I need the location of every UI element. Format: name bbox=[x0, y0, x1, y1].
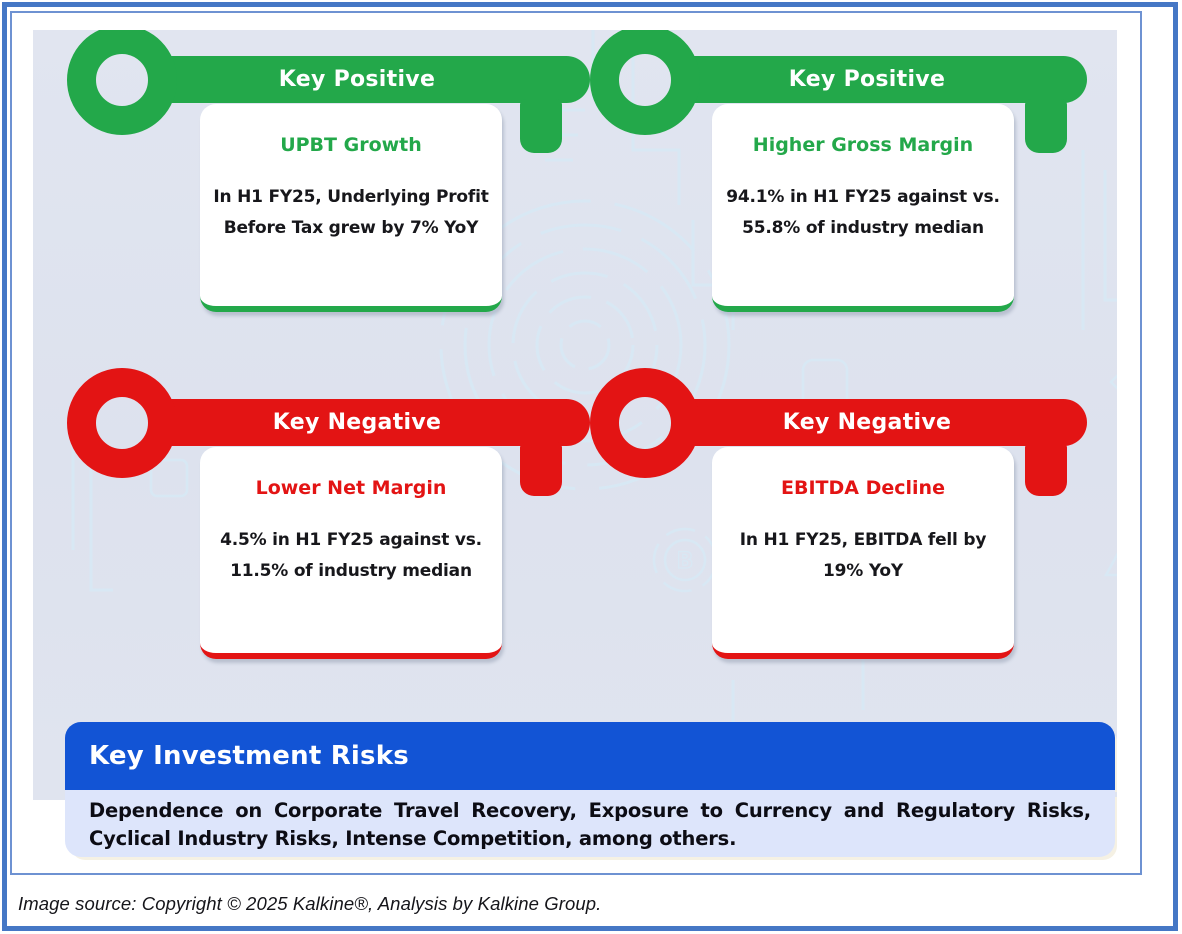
key-shaft: Key Negative bbox=[673, 399, 1087, 446]
key-ring-icon bbox=[590, 368, 700, 478]
key-tooth-icon bbox=[1025, 99, 1067, 153]
background-panel: B Key Positive Key Positive bbox=[33, 30, 1117, 800]
card-title: UPBT Growth bbox=[280, 134, 422, 156]
card-key-negative-2: EBITDA Decline In H1 FY25, EBITDA fell b… bbox=[712, 447, 1014, 659]
key-header-label: Key Negative bbox=[272, 410, 442, 435]
key-header-label: Key Positive bbox=[788, 67, 946, 92]
card-key-negative-1: Lower Net Margin 4.5% in H1 FY25 against… bbox=[200, 447, 502, 659]
image-source-caption: Image source: Copyright © 2025 Kalkine®,… bbox=[18, 893, 602, 914]
card-title: Higher Gross Margin bbox=[752, 134, 974, 156]
svg-text:B: B bbox=[677, 549, 694, 574]
key-shaft: Key Positive bbox=[150, 56, 590, 103]
key-shaft: Key Negative bbox=[150, 399, 590, 446]
key-tooth-icon bbox=[1025, 442, 1067, 496]
card-key-positive-1: UPBT Growth In H1 FY25, Underlying Profi… bbox=[200, 104, 502, 312]
card-body: In H1 FY25, EBITDA fell by 19% YoY bbox=[739, 530, 987, 581]
key-shaft: Key Positive bbox=[673, 56, 1087, 103]
key-tooth-icon bbox=[520, 99, 562, 153]
key-ring-icon bbox=[67, 30, 177, 135]
risks-banner-title: Key Investment Risks bbox=[89, 741, 409, 771]
key-ring-icon bbox=[67, 368, 177, 478]
key-header-label: Key Positive bbox=[278, 67, 436, 92]
card-key-positive-2: Higher Gross Margin 94.1% in H1 FY25 aga… bbox=[712, 104, 1014, 312]
card-body: 94.1% in H1 FY25 against vs. 55.8% of in… bbox=[726, 187, 1000, 238]
key-header-label: Key Negative bbox=[782, 410, 952, 435]
card-body: 4.5% in H1 FY25 against vs. 11.5% of ind… bbox=[220, 530, 482, 581]
risks-text: Dependence on Corporate Travel Recovery,… bbox=[65, 790, 1115, 857]
key-tooth-icon bbox=[520, 442, 562, 496]
key-ring-icon bbox=[590, 30, 700, 135]
card-title: EBITDA Decline bbox=[781, 477, 945, 499]
card-title: Lower Net Margin bbox=[255, 477, 447, 499]
risks-banner: Key Investment Risks bbox=[65, 722, 1115, 790]
card-body: In H1 FY25, Underlying Profit Before Tax… bbox=[213, 187, 489, 238]
